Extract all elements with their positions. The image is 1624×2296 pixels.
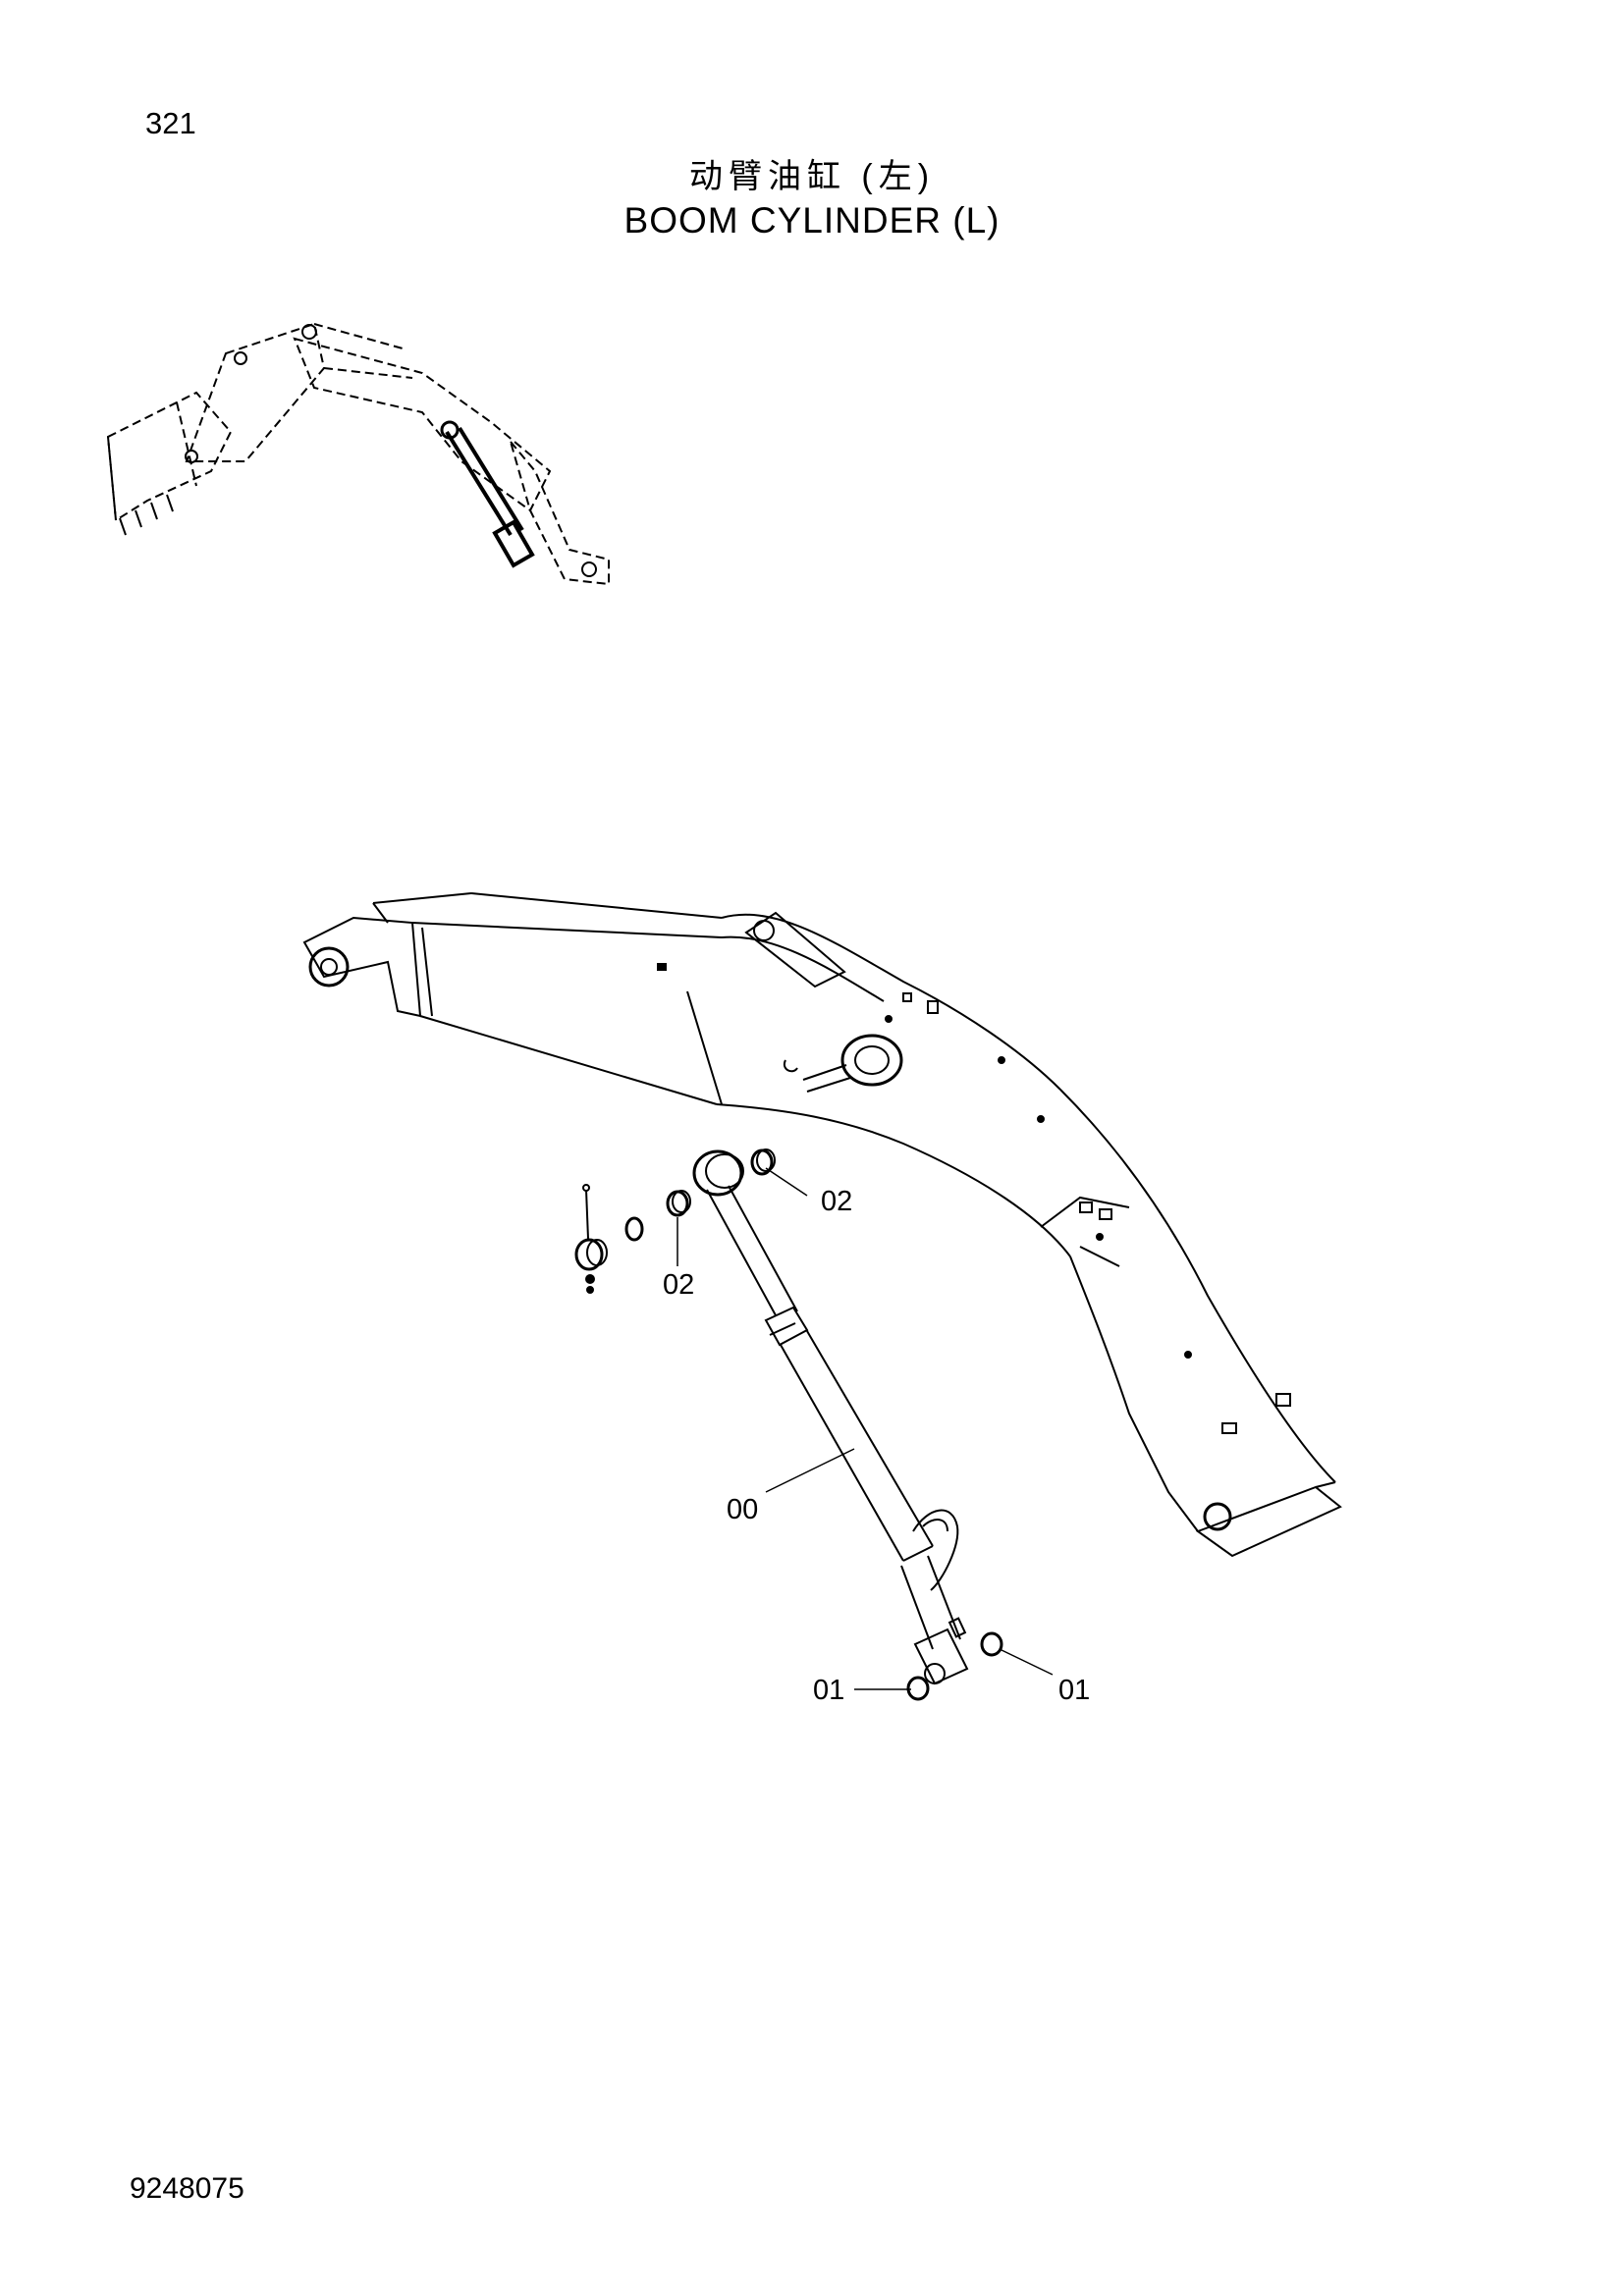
callout-02-lower: 02 xyxy=(663,1269,694,1301)
overview-thumbnail xyxy=(106,322,610,586)
page-number: 321 xyxy=(145,106,196,140)
boom xyxy=(302,892,1342,1558)
title-english: BOOM CYLINDER (L) xyxy=(623,200,1001,240)
document-code: 9248075 xyxy=(130,2172,244,2205)
boom-cylinder xyxy=(692,1149,1003,1701)
callout-01-right: 01 xyxy=(1058,1675,1090,1706)
pin-retainer-assembly xyxy=(574,1148,776,1294)
title-chinese: 动臂油缸 (左) xyxy=(688,158,936,195)
callout-00: 00 xyxy=(727,1494,758,1525)
callout-01-left: 01 xyxy=(813,1675,844,1706)
callout-leaders xyxy=(677,1167,1054,1690)
callout-02-upper: 02 xyxy=(821,1186,852,1217)
